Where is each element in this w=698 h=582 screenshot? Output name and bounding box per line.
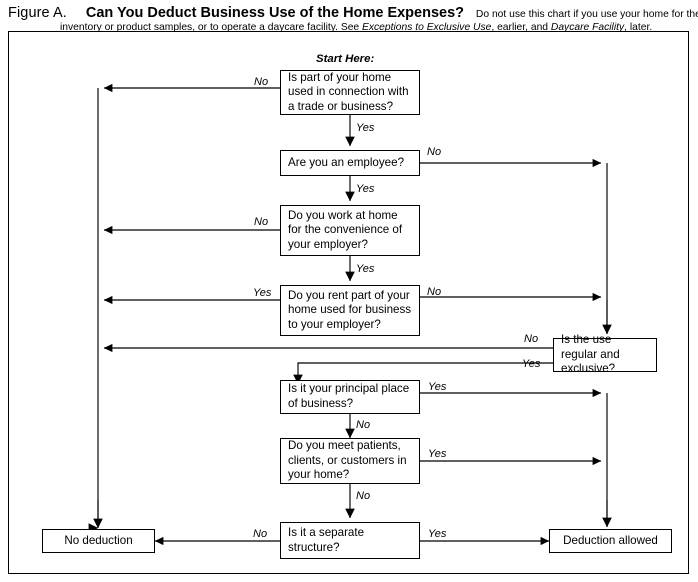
figure-subtitle-ref-exceptions: Exceptions to Exclusive Use: [362, 22, 492, 33]
node-q2-label: Are you an employee?: [288, 155, 405, 169]
figure-title: Can You Deduct Business Use of the Home …: [85, 5, 465, 21]
figure-subtitle-ref-daycare: Daycare Facility: [550, 22, 625, 33]
figure-heading-line-2: inventory or product samples, or to oper…: [60, 22, 652, 33]
node-deduction-allowed-label: Deduction allowed: [563, 533, 658, 547]
edge-label-q6-yes: Yes: [428, 381, 447, 393]
node-q3-work-at-home-for-convenience-of-employer[interactable]: Do you work at home for the convenience …: [280, 205, 420, 256]
node-q5-use-regular-and-exclusive[interactable]: Is the use regular and exclusive?: [553, 333, 657, 375]
node-q2-are-you-an-employee[interactable]: Are you an employee?: [280, 150, 420, 176]
edge-label-q2-no: No: [427, 146, 442, 158]
node-q1-home-used-for-trade-or-business[interactable]: Is part of your home used in connection …: [280, 70, 420, 115]
edge-label-q6-no: No: [356, 419, 371, 431]
edge-label-q4-no: No: [427, 286, 442, 298]
node-q4-label: Do you rent part of your home used for b…: [288, 288, 412, 331]
figure-heading-line-1: Figure A. Can You Deduct Business Use of…: [8, 4, 698, 22]
start-here-label: Start Here:: [316, 53, 375, 65]
edge-label-q1-no: No: [254, 76, 269, 88]
node-q3-label: Do you work at home for the convenience …: [288, 208, 403, 251]
edge-label-q4-yes: Yes: [253, 287, 272, 299]
edge-label-q3-yes: Yes: [356, 263, 375, 275]
edge-label-q1-yes: Yes: [356, 122, 375, 134]
node-q4-rent-part-of-home-to-employer[interactable]: Do you rent part of your home used for b…: [280, 285, 420, 336]
node-deduction-allowed[interactable]: Deduction allowed: [549, 529, 672, 553]
figure-label: Figure A.: [8, 5, 67, 21]
node-q7-label: Do you meet patients, clients, or custom…: [288, 439, 407, 482]
edge-label-q8-yes: Yes: [428, 528, 447, 540]
edge-label-q7-no: No: [356, 490, 371, 502]
figure-subtitle-line2-a: inventory or product samples, or to oper…: [60, 22, 363, 33]
node-q7-meet-patients-clients-customers[interactable]: Do you meet patients, clients, or custom…: [280, 438, 420, 484]
edge-label-q3-no: No: [254, 216, 269, 228]
node-q6-principal-place-of-business[interactable]: Is it your principal place of business?: [280, 380, 420, 414]
figure-subtitle-part-1: Do not use this chart if you use your ho…: [475, 9, 698, 20]
node-q8-label: Is it a separate structure?: [288, 525, 365, 554]
node-no-deduction[interactable]: No deduction: [42, 529, 155, 553]
node-no-deduction-label: No deduction: [64, 533, 133, 547]
edge-label-q7-yes: Yes: [428, 448, 447, 460]
edge-label-q8-no: No: [253, 528, 268, 540]
edge-label-q2-yes: Yes: [356, 183, 375, 195]
edge-label-q5-yes: Yes: [522, 358, 541, 370]
node-q5-label: Is the use regular and exclusive?: [561, 333, 620, 376]
node-q8-separate-structure[interactable]: Is it a separate structure?: [280, 522, 420, 559]
node-q1-label: Is part of your home used in connection …: [288, 70, 409, 113]
figure-subtitle-line2-b: , earlier, and: [491, 22, 551, 33]
node-q6-label: Is it your principal place of business?: [288, 382, 410, 410]
edge-label-q5-no: No: [524, 333, 539, 345]
figure-subtitle-line2-c: , later.: [624, 22, 653, 33]
